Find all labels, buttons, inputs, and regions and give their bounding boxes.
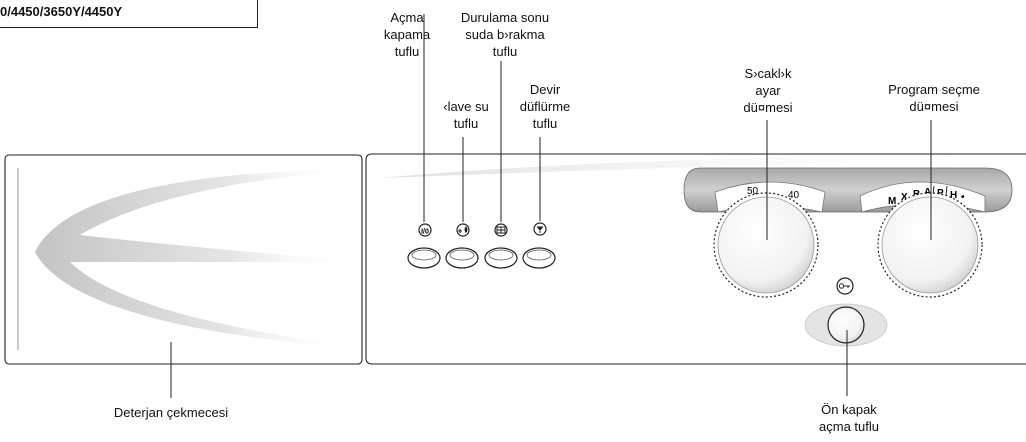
program-letter-p: P bbox=[937, 188, 944, 199]
program-letter-a: A bbox=[924, 187, 931, 198]
label-line: Açma bbox=[390, 10, 424, 25]
label-line: açma tuflu bbox=[819, 419, 879, 434]
detergent-drawer[interactable] bbox=[4, 154, 363, 365]
door-key-icon bbox=[836, 277, 854, 295]
power-icon-symbol: I/0 bbox=[421, 229, 429, 236]
label-rinse-hold-button: Durulama sonu suda b›rakma tuflu bbox=[461, 9, 549, 60]
label-line: ayar bbox=[755, 83, 781, 98]
label-program-dial: Program seçme dü¤mesi bbox=[888, 81, 980, 115]
label-line: Program seçme bbox=[888, 82, 980, 97]
temp-mark-40: 40 bbox=[788, 190, 800, 201]
label-detergent-drawer: Deterjan çekmecesi bbox=[114, 404, 228, 421]
model-number: 0/4450/3650Y/4450Y bbox=[0, 4, 123, 19]
label-line: kapama bbox=[383, 27, 431, 42]
model-box: 0/4450/3650Y/4450Y bbox=[0, 0, 258, 28]
label-line: Ön kapak bbox=[821, 402, 877, 417]
label-line: Deterjan çekmecesi bbox=[113, 405, 229, 420]
label-door-button: Ön kapak açma tuflu bbox=[819, 401, 879, 435]
program-letter-h: H bbox=[950, 190, 957, 201]
label-temperature-dial: S›cakl›k ayar dü¤mesi bbox=[743, 65, 792, 116]
power-button[interactable] bbox=[407, 247, 441, 269]
label-line: dü¤mesi bbox=[909, 99, 959, 114]
door-open-button[interactable] bbox=[804, 303, 888, 347]
label-line: tuflu bbox=[394, 44, 420, 59]
label-line: Devir bbox=[529, 82, 561, 97]
temp-mark-50: 50 bbox=[747, 186, 759, 197]
program-letter-m: M bbox=[888, 196, 896, 207]
label-line: ‹lave su bbox=[443, 99, 489, 114]
label-extra-water-button: ‹lave su tuflu bbox=[443, 98, 489, 132]
label-line: tuflu bbox=[532, 116, 558, 131]
label-line: düflürme bbox=[519, 99, 571, 114]
power-icon: I/0 bbox=[418, 223, 432, 237]
label-power-button: Açma kapama tuflu bbox=[384, 9, 430, 60]
temperature-knob[interactable] bbox=[713, 192, 819, 298]
rinse-hold-icon bbox=[494, 223, 508, 237]
spin-reduce-button[interactable] bbox=[522, 247, 556, 269]
program-letter-dot: • bbox=[961, 192, 965, 203]
label-line: S›cakl›k bbox=[744, 66, 792, 81]
rinse-hold-button[interactable] bbox=[484, 247, 518, 269]
label-line: tuflu bbox=[453, 116, 479, 131]
extra-water-button[interactable] bbox=[445, 247, 479, 269]
label-spin-reduce-button: Devir düflürme tuflu bbox=[520, 81, 571, 132]
program-knob[interactable] bbox=[877, 192, 983, 298]
extra-water-icon-symbol: + bbox=[458, 227, 463, 236]
label-line: dü¤mesi bbox=[743, 100, 793, 115]
label-line: Durulama sonu bbox=[460, 10, 550, 25]
spin-reduce-icon bbox=[533, 222, 547, 236]
label-line: suda b›rakma bbox=[465, 27, 545, 42]
leader-lines bbox=[170, 14, 932, 398]
program-letter-x: X bbox=[901, 192, 908, 203]
extra-water-icon: + bbox=[456, 223, 470, 237]
label-line: tuflu bbox=[492, 44, 518, 59]
